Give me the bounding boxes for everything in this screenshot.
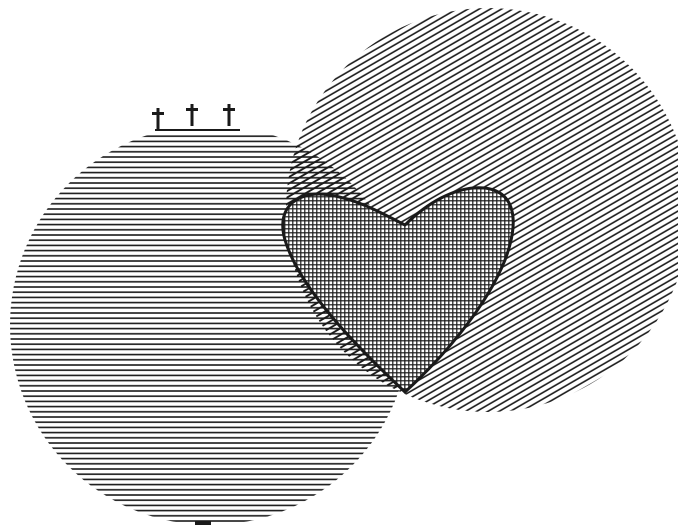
bottom-mark: [195, 521, 211, 525]
